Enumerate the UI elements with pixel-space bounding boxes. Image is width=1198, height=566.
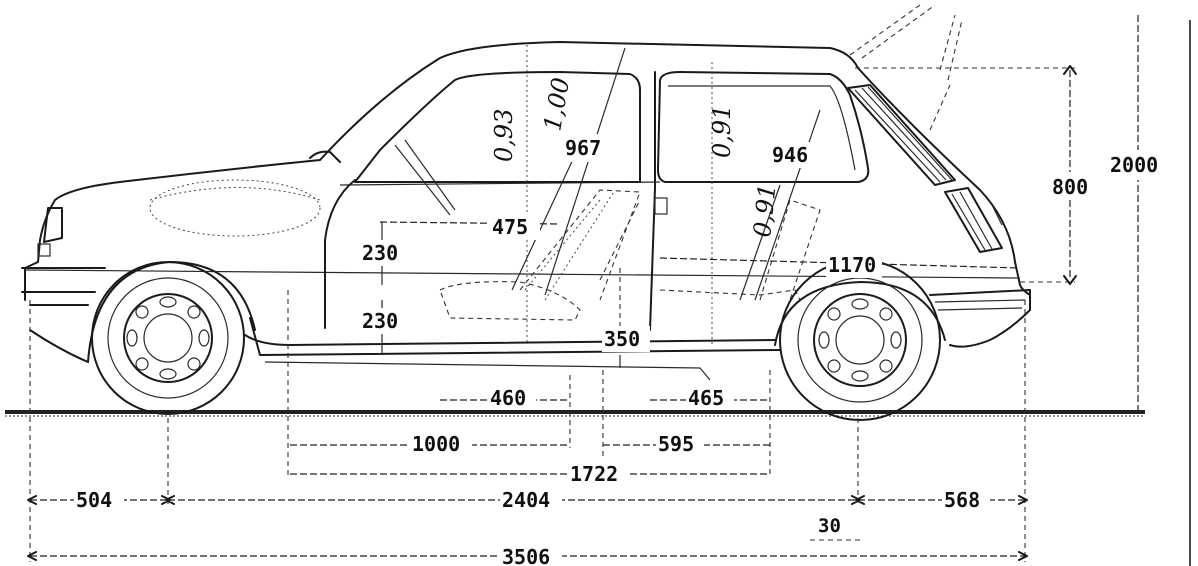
hand-note-front-2: 1,00 [538,76,575,133]
hand-note-rear-2: 0,91 [748,183,781,239]
car-body [21,41,1031,381]
hand-note-rear-1: 0,91 [708,105,736,158]
label-front-headroom: 967 [565,136,601,160]
front-wheel [87,261,256,415]
label-cabin-length: 1722 [570,462,618,486]
label-front-overhang: 504 [76,488,112,512]
label-wheelbase: 2404 [502,488,550,512]
ground-line [5,410,1145,417]
reference-lines [29,45,1075,562]
dimension-labels: 2000 800 967 946 475 230 230 350 1170 46… [74,134,1164,566]
height-dimensions [1063,15,1191,566]
label-rear-floor: 465 [688,386,724,410]
label-overall-length: 3506 [502,545,550,566]
tailgate-open-outline [849,4,963,131]
length-dimensions [27,399,1028,561]
label-seat-span-595: 595 [658,432,694,456]
hand-note-front-1: 0,93 [490,109,518,162]
label-rear-headroom: 946 [772,143,808,167]
label-rear-seat-height: 350 [604,327,640,351]
label-overall-height: 2000 [1110,153,1158,177]
label-seat-height: 230 [362,241,398,265]
label-sill-height: 230 [362,309,398,333]
label-roof-to-sill: 800 [1052,175,1088,199]
label-seat-span-1000: 1000 [412,432,460,456]
label-luggage-length: 1170 [828,253,876,277]
label-rear-overhang: 568 [944,488,980,512]
label-front-floor: 460 [490,386,526,410]
label-seat-depth: 475 [492,215,528,239]
rear-wheel [774,259,946,421]
label-rear-gap: 30 [818,515,841,537]
interior-lines [379,47,1021,368]
